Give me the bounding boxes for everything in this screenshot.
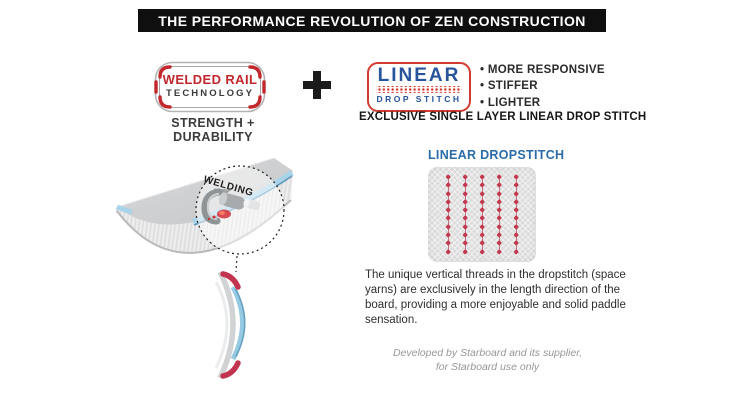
board-illustration: WELDING: [116, 157, 294, 380]
dropstitch-texture: [428, 167, 536, 262]
dropstitch-thread-column: [461, 174, 469, 255]
footnote-line: Developed by Starboard and its supplier,: [392, 347, 583, 359]
benefit-item: MORE RESPONSIVE: [480, 62, 605, 78]
dropstitch-thread-column: [478, 174, 486, 255]
dropstitch-thread-column: [512, 174, 520, 255]
dropstitch-description: The unique vertical threads in the drops…: [365, 269, 626, 326]
linear-drop-stitch-logo: LINEAR DROP STITCH: [367, 62, 471, 112]
dashed-connector: [235, 255, 238, 273]
dropstitch-heading: LINEAR DROPSTITCH: [428, 148, 565, 162]
footnote-line: for Starboard use only: [435, 360, 540, 373]
welded-rail-badge: WELDED RAIL TECHNOLOGY: [154, 61, 266, 113]
dropstitch-thread-column: [444, 174, 452, 255]
magnifier-circle: [195, 165, 285, 255]
welding-tool-icon: [201, 188, 261, 225]
dropstitch-thread-column: [495, 174, 503, 255]
strength-durability-caption: STRENGTH + DURABILITY: [171, 116, 255, 144]
benefits-list: MORE RESPONSIVE STIFFER LIGHTER: [480, 62, 605, 111]
benefit-item: STIFFER: [480, 78, 605, 94]
page-title: THE PERFORMANCE REVOLUTION OF ZEN CONSTR…: [138, 9, 606, 32]
welded-rail-frame-icon: [154, 61, 266, 113]
plus-icon: [303, 71, 331, 99]
linear-logo-title: LINEAR: [377, 65, 461, 86]
linear-logo-subtitle: DROP STITCH: [376, 94, 462, 104]
welded-rail-title: WELDED RAIL: [162, 72, 258, 87]
welded-rail-text: WELDED RAIL TECHNOLOGY: [154, 73, 266, 100]
weld-corner-marks-icon: [154, 65, 266, 109]
weld-point-top-icon: [220, 271, 241, 290]
stitch-dots-icon: [376, 86, 462, 93]
supplier-footnote: Developed by Starboard and its supplier,…: [370, 347, 605, 374]
rail-cross-section: [214, 270, 246, 380]
welded-rail-subtitle: TECHNOLOGY: [165, 88, 255, 99]
weld-point-bottom-icon: [220, 360, 241, 379]
exclusive-tagline: EXCLUSIVE SINGLE LAYER LINEAR DROP STITC…: [359, 111, 647, 123]
benefit-item: LIGHTER: [480, 95, 605, 111]
